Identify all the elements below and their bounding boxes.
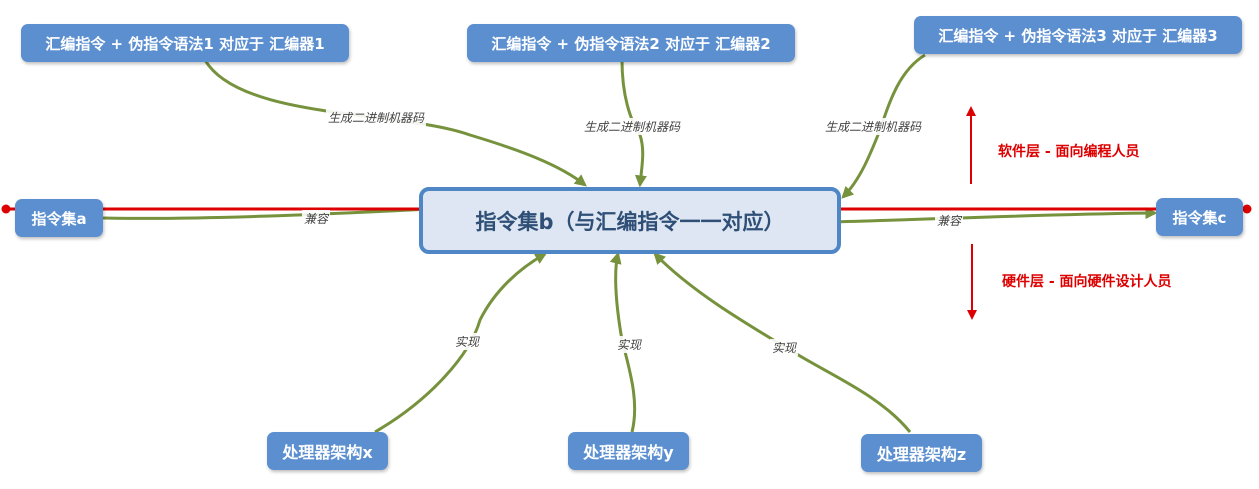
edge-label-implement-y: 实现	[615, 336, 644, 353]
node-instruction-set-a[interactable]: 指令集a	[15, 199, 103, 237]
edge-label-compatible-left: 兼容	[302, 210, 331, 227]
edge-isa-a-to-isa-b	[102, 203, 433, 220]
edge-label-implement-x: 实现	[453, 333, 482, 350]
edge-label-generate-2: 生成二进制机器码	[582, 118, 683, 135]
edge-arch-x-to-isa-b	[374, 252, 548, 434]
software-layer-note: 软件层 - 面向编程人员	[998, 144, 1140, 160]
edge-label-generate-3: 生成二进制机器码	[823, 118, 924, 135]
node-assembler-1[interactable]: 汇编指令 + 伪指令语法1 对应于 汇编器1	[21, 24, 349, 62]
node-assembler-2[interactable]: 汇编指令 + 伪指令语法2 对应于 汇编器2	[467, 24, 795, 62]
node-instruction-set-c[interactable]: 指令集c	[1156, 198, 1243, 236]
edge-label-generate-1: 生成二进制机器码	[326, 109, 427, 126]
edge-label-implement-z: 实现	[770, 339, 799, 356]
edge-label-compatible-right: 兼容	[935, 212, 964, 229]
node-assembler-3[interactable]: 汇编指令 + 伪指令语法3 对应于 汇编器3	[914, 16, 1242, 54]
divider-left-endpoint	[1, 204, 11, 214]
divider-right-endpoint	[1242, 204, 1252, 214]
edge-isa-b-to-isa-c	[827, 207, 1158, 224]
node-instruction-set-b[interactable]: 指令集b（与汇编指令一一对应）	[419, 187, 841, 254]
node-architecture-z[interactable]: 处理器架构z	[861, 434, 982, 472]
node-architecture-y[interactable]: 处理器架构y	[568, 432, 689, 470]
node-architecture-x[interactable]: 处理器架构x	[267, 432, 388, 470]
edge-asm1-to-isa-b	[203, 59, 587, 187]
hardware-layer-note: 硬件层 - 面向硬件设计人员	[1002, 274, 1172, 290]
